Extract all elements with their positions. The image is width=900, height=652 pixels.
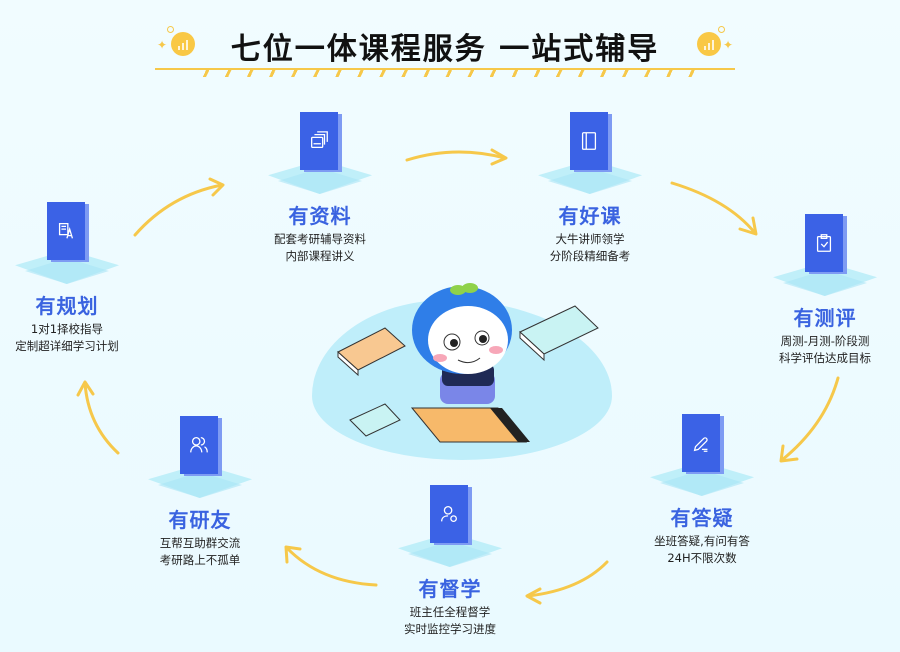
- arrow-icon: [285, 546, 378, 587]
- document-edit-icon: [47, 202, 85, 260]
- sparkle-icon: ✦: [722, 38, 733, 52]
- node-material: 有资料 配套考研辅导资料内部课程讲义: [240, 110, 400, 265]
- coin-chart-icon: [697, 32, 721, 56]
- ring-deco-icon: [167, 26, 174, 33]
- arrow-icon: [83, 381, 120, 455]
- title-underline: [155, 68, 735, 70]
- header: ✦ 七位一体课程服务 一站式辅导 ✦: [155, 22, 735, 77]
- users-icon: [180, 416, 218, 474]
- ring-deco-icon: [718, 26, 725, 33]
- arrow-icon: [133, 183, 224, 237]
- book-icon: [570, 112, 608, 170]
- node-supervise: 有督学 班主任全程督学实时监控学习进度: [370, 483, 530, 638]
- arrow-icon: [405, 150, 507, 162]
- mascot-illustration: [337, 283, 599, 443]
- arrow-icon: [670, 181, 757, 235]
- node-test: 有测评 周测-月测-阶段测科学评估达成目标: [745, 212, 900, 367]
- stacked-pages-icon: [300, 112, 338, 170]
- title-stripes: [195, 70, 695, 77]
- pen-icon: [682, 414, 720, 472]
- user-clock-icon: [430, 485, 468, 543]
- arrow-icon: [526, 560, 609, 598]
- arrow-icon: [780, 376, 840, 462]
- node-course: 有好课 大牛讲师领学分阶段精细备考: [510, 110, 670, 265]
- coin-chart-icon: [171, 32, 195, 56]
- clipboard-check-icon: [805, 214, 843, 272]
- page-title: 七位一体课程服务 一站式辅导: [230, 32, 660, 67]
- node-plan: 有规划 1对1择校指导定制超详细学习计划: [0, 200, 147, 355]
- sparkle-icon: ✦: [157, 38, 168, 52]
- node-peers: 有研友 互帮互助群交流考研路上不孤单: [120, 414, 280, 569]
